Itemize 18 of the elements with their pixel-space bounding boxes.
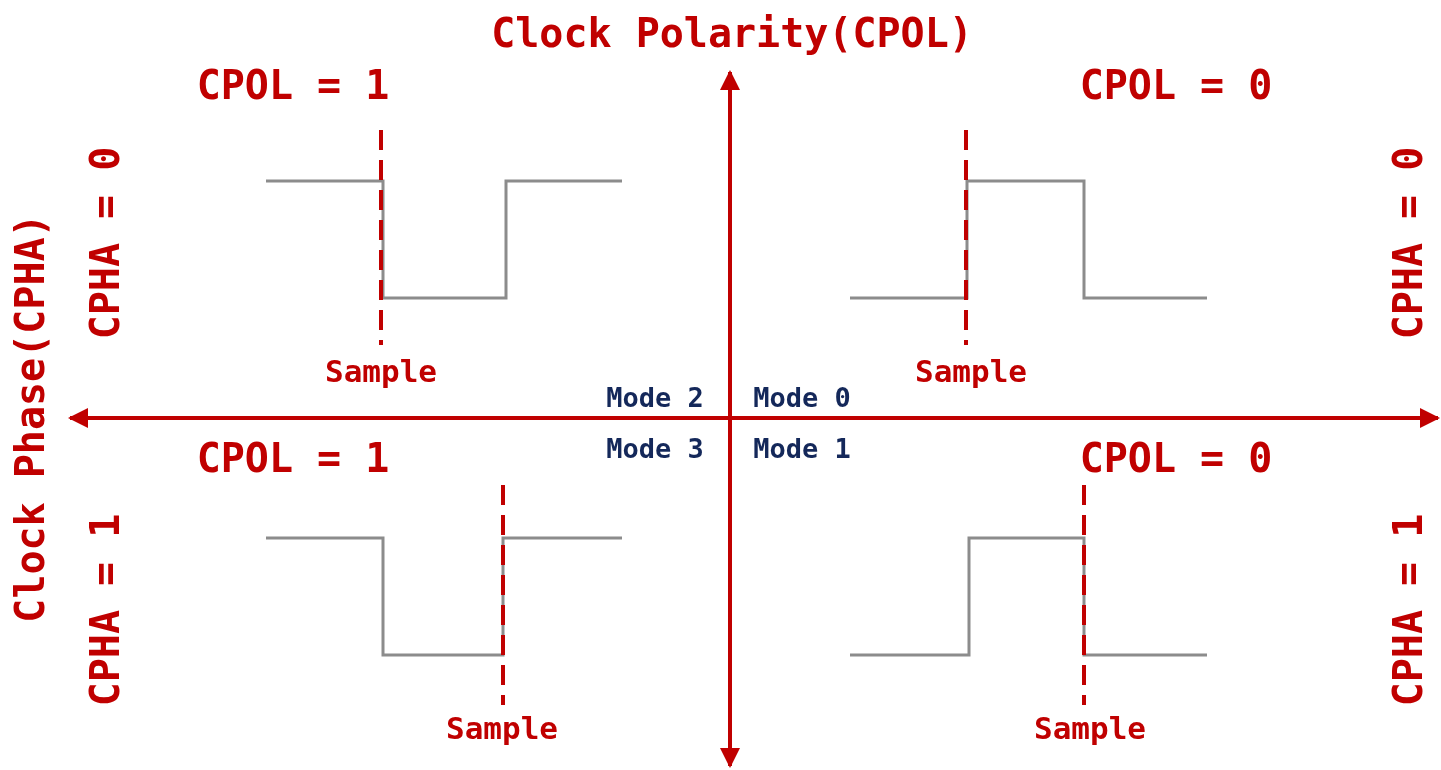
phase-label: CPHA = 0 [85,146,125,340]
phase-label: CPHA = 1 [1388,513,1428,707]
polarity-label: CPOL = 1 [196,65,390,105]
axis-title: Clock Phase(CPHA) [10,213,50,623]
phase-label: CPHA = 1 [85,513,125,707]
polarity-label: CPOL = 0 [1079,438,1273,478]
mode-label: Mode 2 [606,383,704,411]
polarity-label: CPOL = 1 [196,438,390,478]
sample-label: Sample [915,355,1027,387]
sample-label: Sample [325,355,437,387]
mode-label: Mode 0 [753,383,851,411]
mode-label: Mode 3 [606,434,704,462]
axis-title: Clock Polarity(CPOL) [491,13,973,53]
sample-label: Sample [1034,712,1146,744]
sample-label: Sample [446,712,558,744]
polarity-label: CPOL = 0 [1079,65,1273,105]
phase-label: CPHA = 0 [1388,146,1428,340]
mode-label: Mode 1 [753,434,851,462]
